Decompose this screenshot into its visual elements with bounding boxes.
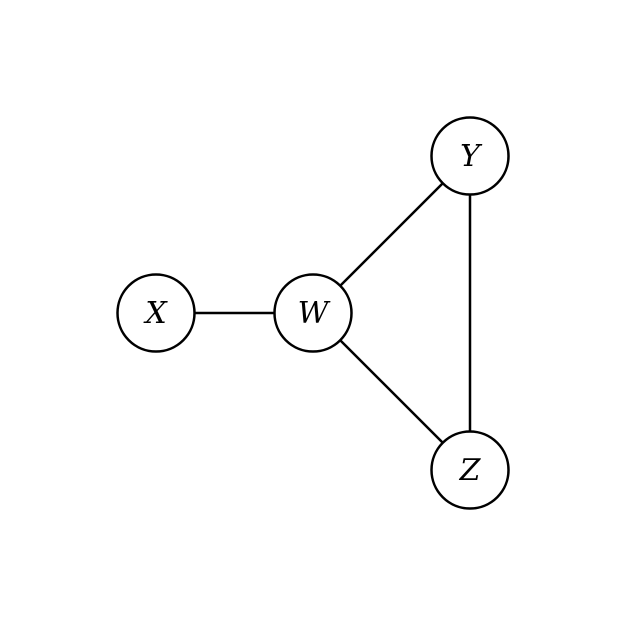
node-circle [430,116,510,196]
node-circle [430,430,510,510]
edge-w-y [339,182,444,287]
node-label: X [143,296,168,331]
node-y: Y [430,116,510,196]
node-w: W [273,273,353,353]
node-label: Y [460,139,483,174]
node-x: X [116,273,196,353]
node-label: Z [459,453,482,488]
node-circle [273,273,353,353]
node-z: Z [430,430,510,510]
node-circle [116,273,196,353]
edge-w-z [339,339,444,444]
node-label: W [298,296,331,331]
